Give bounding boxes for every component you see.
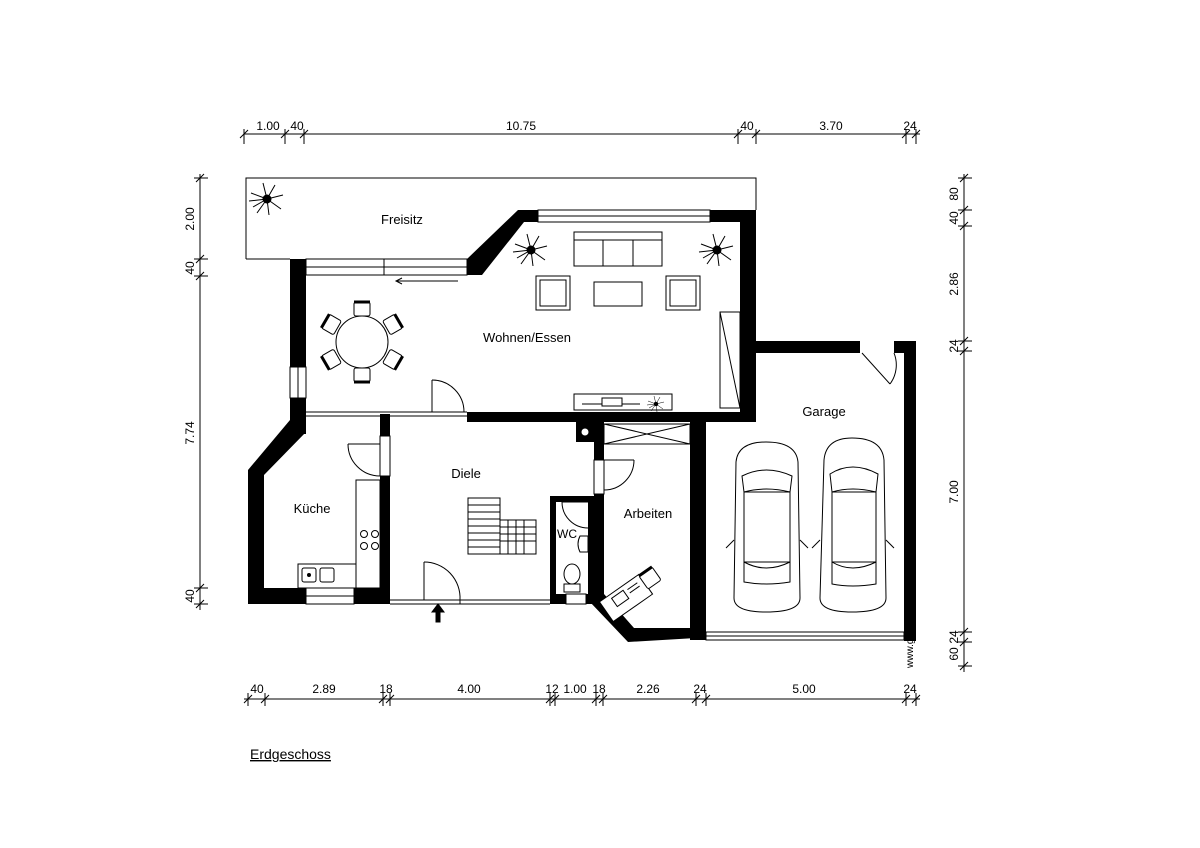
dim-left-4: 40 [183,589,197,603]
room-label-freisitz: Freisitz [381,212,423,227]
room-label-garage: Garage [802,404,845,419]
dim-right-1: 80 [947,187,961,201]
desk [598,573,654,623]
chimney-icon [580,427,590,437]
wc-fixtures [563,535,589,593]
dim-top-1: 1.00 [256,119,280,133]
room-label-wc: WC [557,527,577,541]
desk-chair [637,565,661,589]
dim-top-3: 10.75 [506,119,536,133]
dim-right-4: 24 [947,339,961,353]
dim-top-6: 24 [903,119,917,133]
dim-right-3: 2.86 [947,272,961,296]
room-label-kueche: Küche [294,501,331,516]
dining-chairs [320,300,404,384]
dim-bottom-3: 18 [379,682,393,696]
dining-table [335,315,389,369]
watermark: www.grundriss.com [905,581,916,669]
dimension-lines [194,129,972,706]
dim-bottom-10: 5.00 [792,682,816,696]
dim-right-5: 7.00 [947,480,961,504]
dim-top-4: 40 [740,119,754,133]
washbasin-icon [577,535,589,553]
dim-right-2: 40 [947,211,961,225]
floor-title: Erdgeschoss [250,746,331,762]
dim-left-1: 2.00 [183,207,197,231]
dim-bottom-4: 4.00 [457,682,481,696]
toilet-icon [563,583,581,593]
doors [347,352,897,601]
car-left-icon [725,441,809,613]
room-label-wohnen: Wohnen/Essen [483,330,571,345]
dim-bottom-11: 24 [903,682,917,696]
walls [248,210,916,642]
dim-left-2: 40 [183,261,197,275]
room-label-arbeiten: Arbeiten [624,506,672,521]
kitchen-counter [297,479,381,589]
staircase [467,497,537,555]
windows [255,209,905,641]
terrace [245,177,757,260]
dim-right-6: 24 [947,630,961,644]
dim-bottom-8: 2.26 [636,682,660,696]
dimension-labels: 1.00 40 10.75 40 3.70 24 40 2.89 18 4.00… [183,119,961,696]
sofa [573,231,663,267]
dim-right-7: 60 [947,647,961,661]
dim-bottom-2: 2.89 [312,682,336,696]
dim-bottom-5: 12 [545,682,559,696]
dim-top-5: 3.70 [819,119,843,133]
living-furniture [335,231,701,411]
car-right-icon [811,437,895,613]
dim-bottom-6: 1.00 [563,682,587,696]
plant-icon [248,182,734,413]
dim-left-3: 7.74 [183,421,197,445]
room-label-diele: Diele [451,466,481,481]
dim-bottom-9: 24 [693,682,707,696]
entrance-arrow-icon [431,603,445,623]
dim-bottom-1: 40 [250,682,264,696]
hob-icon [360,530,368,538]
dim-top-2: 40 [290,119,304,133]
sideboard [573,393,673,411]
dim-bottom-7: 18 [592,682,606,696]
coffee-table [593,281,643,307]
